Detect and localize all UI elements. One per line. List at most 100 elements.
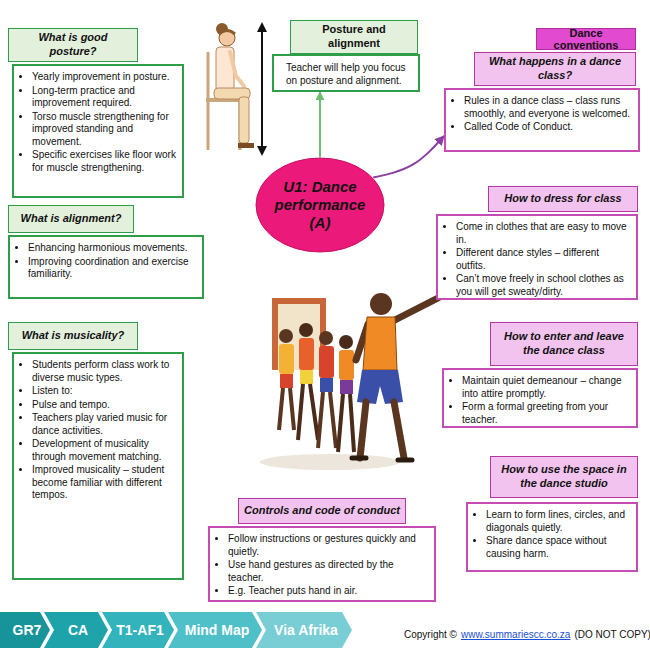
card-heading-tab: What is alignment?	[8, 205, 134, 233]
card-heading: What is alignment?	[21, 212, 122, 226]
chevron-outline	[0, 612, 50, 648]
arm	[230, 52, 244, 86]
bullet-point: Students perform class work to diverse m…	[32, 359, 176, 384]
central-topic-ellipse: U1: Dance performance (A)	[255, 157, 385, 253]
small-dancer	[338, 335, 354, 452]
breadcrumb-text: T1-AF1	[112, 622, 163, 638]
chevron-outline	[44, 612, 108, 648]
lower-legs	[239, 97, 249, 143]
lead-dancer	[352, 293, 438, 460]
chevron-outline	[256, 612, 352, 648]
breadcrumb-chevron: GR7	[0, 612, 50, 648]
topic-card: What is alignment? Enhancing harmonious m…	[8, 205, 204, 301]
topic-card: Posture and alignmentTeacher will help y…	[272, 20, 420, 92]
breadcrumb-text: Via Afrika	[270, 622, 338, 638]
bullet-point: Different dance styles – different outfi…	[456, 247, 630, 272]
bullet-point: Specific exercises like floor work for m…	[32, 149, 176, 174]
card-heading-tab: How to enter and leave the dance class	[490, 322, 638, 366]
bullet-point: Development of musicality through moveme…	[32, 438, 176, 463]
card-text: Teacher will help you focus on posture a…	[278, 62, 412, 87]
bullet-list: Learn to form lines, circles, and diagon…	[472, 509, 630, 560]
card-body: Teacher will help you focus on posture a…	[272, 54, 420, 92]
bullet-point: Form a formal greeting from your teacher…	[462, 401, 630, 426]
card-body: Students perform class work to diverse m…	[12, 352, 184, 580]
card-heading-tab: What happens in a dance class?	[474, 52, 636, 86]
chevron-outline	[168, 612, 262, 648]
website-link: www.summariescc.co.za	[461, 629, 570, 640]
card-heading-tab: How to use the space in the dance studio	[490, 456, 638, 498]
card-heading-tab: How to dress for class	[488, 186, 638, 212]
bullet-point: Called Code of Conduct.	[464, 121, 632, 134]
connector-arrow	[319, 92, 321, 157]
topic-card: Controls and code of conductFollow instr…	[208, 498, 436, 602]
bullet-point: Enhancing harmonious movements.	[28, 242, 196, 255]
breadcrumb-text: GR7	[9, 622, 42, 638]
card-heading: What happens in a dance class?	[480, 55, 630, 83]
topic-card: What is musicality? Students perform clas…	[8, 322, 184, 580]
copyright-text: Copyright ©	[404, 629, 457, 640]
bullet-point: Pulse and tempo.	[32, 399, 176, 412]
bullet-list: Enhancing harmonious movements.Improving…	[14, 242, 196, 281]
topic-card: How to enter and leave the dance classMa…	[442, 322, 638, 428]
topic-card: How to dress for classCome in clothes th…	[436, 186, 638, 300]
bullet-list: Come in clothes that are easy to move in…	[442, 221, 630, 298]
card-body: Learn to form lines, circles, and diagon…	[466, 502, 638, 572]
small-dancer	[318, 331, 336, 448]
bullet-point: Come in clothes that are easy to move in…	[456, 221, 630, 246]
card-body: Maintain quiet demeanour – change into a…	[442, 368, 638, 428]
copyright-line: Copyright © www.summariescc.co.za (DO NOT …	[404, 629, 650, 640]
breadcrumb-chevron: Mind Map	[168, 612, 262, 648]
card-body: Follow instructions or gestures quickly …	[208, 526, 436, 602]
chevron-outline	[102, 612, 174, 648]
bullet-point: Rules in a dance class – class runs smoo…	[464, 95, 632, 120]
card-heading: How to dress for class	[504, 192, 621, 206]
card-heading: Posture and alignment	[296, 23, 412, 51]
bullet-point: Use hand gestures as directed by the tea…	[228, 559, 428, 584]
card-heading-tab: Posture and alignment	[290, 20, 418, 54]
card-heading-tab: What is good posture?	[8, 28, 138, 62]
height-double-arrow	[257, 22, 267, 156]
card-body: Enhancing harmonious movements.Improving…	[8, 235, 204, 299]
bullet-point: Improved musicality – student become fam…	[32, 464, 176, 502]
card-heading: Controls and code of conduct	[244, 504, 400, 518]
bullet-point: Can’t move freely in school clothes as y…	[456, 273, 630, 298]
ellipse-outline	[256, 158, 384, 252]
bullet-point: Share dance space without causing harm.	[486, 535, 630, 560]
central-topic: U1: Dance performance (A)	[272, 178, 368, 232]
small-dancer	[298, 323, 318, 440]
breadcrumb-text: Mind Map	[181, 622, 250, 638]
topic-card: What is good posture? Yearly improvement …	[8, 28, 186, 198]
bullet-list: Maintain quiet demeanour – change into a…	[448, 375, 630, 426]
card-heading: How to enter and leave the dance class	[496, 330, 632, 358]
bullet-point: Long-term practice and improvement requi…	[32, 85, 176, 110]
floor-shadow	[260, 454, 400, 470]
head	[219, 30, 235, 46]
section-heading: Dance conventions	[537, 27, 635, 51]
topic-card: How to use the space in the dance studio…	[466, 456, 638, 572]
bullet-point: Torso muscle strengthening for improved …	[32, 111, 176, 149]
connector-arrow	[373, 136, 444, 177]
card-body: Rules in a dance class – class runs smoo…	[444, 88, 640, 152]
card-body: Yearly improvement in posture.Long-term …	[12, 64, 184, 198]
bullet-point: Maintain quiet demeanour – change into a…	[462, 375, 630, 400]
bullet-point: Improving coordination and exercise fami…	[28, 256, 196, 281]
bullet-point: Teachers play varied music for dance act…	[32, 412, 176, 437]
bullet-point: E.g. Teacher puts hand in air.	[228, 585, 428, 598]
bullet-list: Rules in a dance class – class runs smoo…	[450, 95, 632, 134]
breadcrumb-text: CA	[64, 622, 88, 638]
card-heading: What is good posture?	[14, 31, 132, 59]
bullet-list: Students perform class work to diverse m…	[18, 359, 176, 502]
card-heading-tab: What is musicality?	[8, 322, 138, 350]
seated-woman-figure	[206, 23, 254, 150]
bullet-point: Yearly improvement in posture.	[32, 71, 176, 84]
bullet-list: Yearly improvement in posture.Long-term …	[18, 71, 176, 174]
card-heading: What is musicality?	[22, 329, 125, 343]
section-heading-box: Dance conventions	[536, 28, 636, 50]
bullet-list: Follow instructions or gestures quickly …	[214, 533, 428, 598]
hair	[219, 31, 235, 35]
breadcrumb-chevron: CA	[44, 612, 108, 648]
copyright-text: (DO NOT COPY)	[574, 629, 650, 640]
breadcrumb-chevron: T1-AF1	[102, 612, 174, 648]
